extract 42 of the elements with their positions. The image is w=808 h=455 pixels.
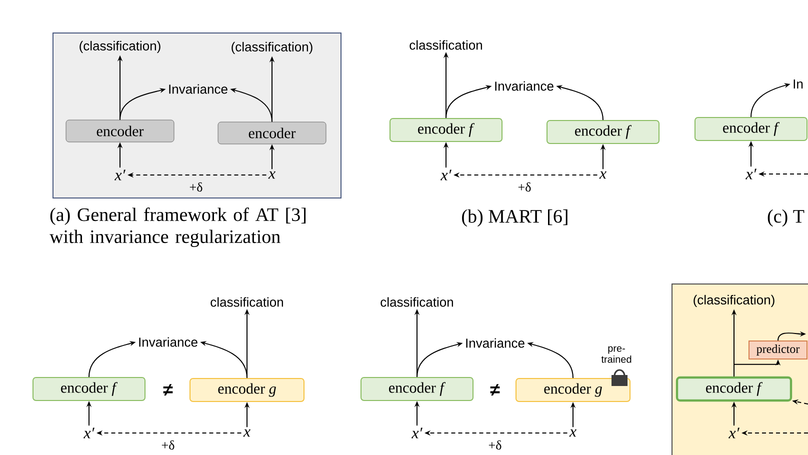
- encoder-box: encoder g: [516, 378, 630, 402]
- side-note: pre- trained: [601, 346, 632, 363]
- text-label: Invariance: [139, 337, 198, 347]
- text-label: Invariance: [169, 84, 228, 94]
- variable-label: x′: [440, 170, 452, 180]
- text-label: In: [794, 80, 803, 88]
- variable-label: x: [268, 171, 276, 179]
- variable-label: x′: [412, 428, 422, 438]
- text-label: (classification): [80, 40, 160, 54]
- not-equal-sign: ≠: [163, 384, 173, 396]
- encoder-box: encoder f: [676, 376, 792, 402]
- text-label: (classification): [694, 294, 774, 308]
- not-equal-sign: ≠: [490, 384, 500, 396]
- edge-label: +δ: [518, 182, 531, 192]
- variable-label: x: [569, 429, 576, 437]
- encoder-box: encoder: [218, 122, 326, 144]
- text-label: classification: [410, 40, 482, 50]
- encoder-box: encoder f: [32, 377, 146, 401]
- caption: (b) MART [6]: [462, 209, 568, 227]
- encoder-box: encoder: [66, 120, 174, 142]
- text-label: Invariance: [495, 81, 554, 91]
- text-label: (classification): [232, 42, 312, 54]
- variable-label: x′: [746, 168, 757, 180]
- text-label: classification: [380, 297, 453, 307]
- encoder-box: encoder f: [694, 117, 808, 141]
- text-label: classification: [210, 297, 283, 307]
- variable-label: x′: [114, 170, 126, 180]
- encoder-box: encoder g: [190, 378, 304, 402]
- predictor-box: predictor: [748, 340, 808, 360]
- variable-label: x′: [84, 428, 94, 438]
- variable-label: x: [599, 171, 606, 179]
- caption: (c) T: [768, 209, 804, 227]
- variable-label: x′: [728, 428, 740, 438]
- caption: (a) General framework of AT [3] with invariance regularization: [50, 208, 306, 247]
- edge-label: +δ: [488, 440, 502, 450]
- encoder-box: encoder f: [546, 120, 660, 144]
- edge-label: +δ: [162, 440, 174, 450]
- variable-label: x: [243, 429, 250, 437]
- edge-label: +δ: [190, 182, 202, 192]
- encoder-box: encoder f: [360, 377, 474, 401]
- text-label: Invariance: [466, 338, 524, 348]
- encoder-box: encoder f: [390, 118, 502, 142]
